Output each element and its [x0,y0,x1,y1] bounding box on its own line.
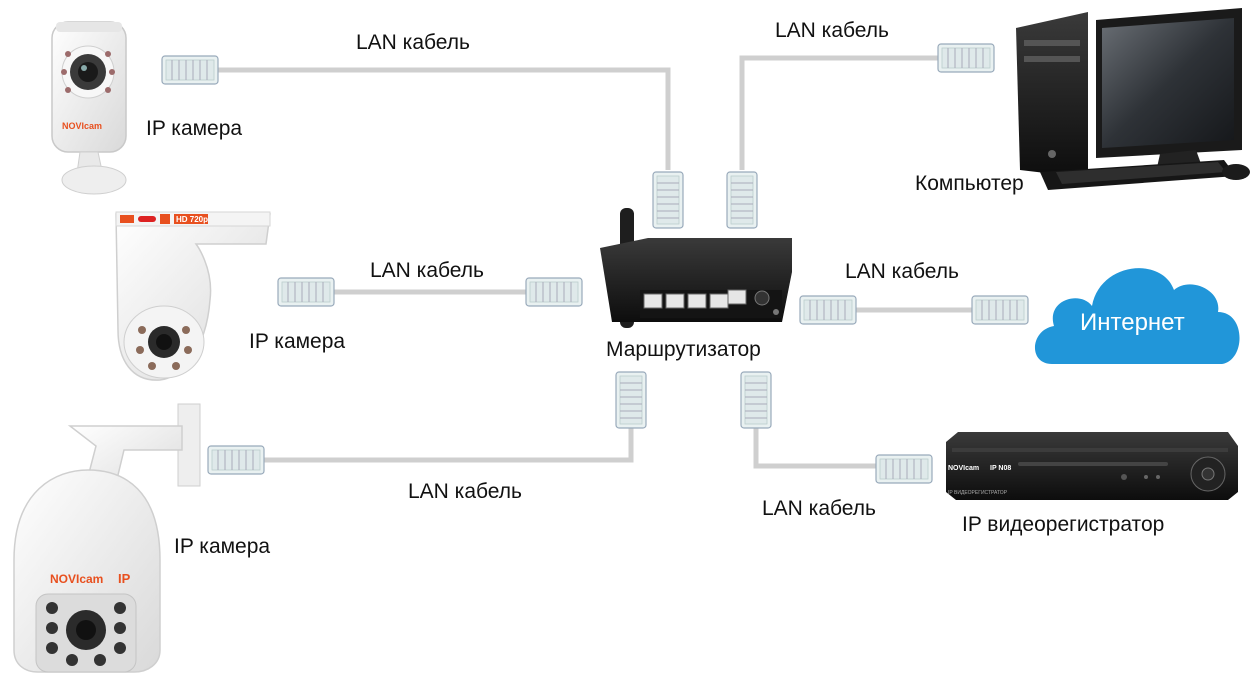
cable-label-internet: LAN кабель [845,260,959,283]
camera2-label: IP камера [249,330,346,353]
rj45-plug-icon [971,295,1029,325]
nvr-brand: NOVIcam [948,465,979,472]
camera3-ip-logo: IP [118,571,131,586]
cable-label-nvr: LAN кабель [762,497,876,520]
camera1-label: IP камера [146,117,243,140]
cables [215,55,972,469]
ip-camera-ptz-icon: HD 720p [115,211,271,381]
camera1-logo: NOVIcam [62,121,102,131]
nvr-label: IP видеорегистратор [962,513,1165,536]
router-label: Маршрутизатор [606,338,761,361]
rj45-plug-icon [937,43,995,73]
computer-icon [1016,8,1250,190]
cable-camera1-router [215,67,671,170]
cable-label-camera3: LAN кабель [408,480,522,503]
rj45-plug-icon [652,171,684,229]
rj45-plug-icon [726,171,758,229]
cable-computer-router [739,55,940,170]
nvr-model: IP N08 [990,465,1011,472]
cable-label-top: LAN кабель [356,31,470,54]
router-icon [600,208,792,328]
rj45-plug-icon [799,295,857,325]
cable-label-computer: LAN кабель [775,19,889,42]
cable-label-camera2: LAN кабель [370,259,484,282]
computer-label: Компьютер [915,172,1024,195]
rj45-plug-icon [525,277,583,307]
camera3-label: IP камера [174,535,271,558]
nvr-subtitle: IP ВИДЕОРЕГИСТРАТОР [948,490,1008,496]
rj45-plug-icon [615,371,647,429]
rj45-plug-icon [207,445,265,475]
cable-nvr-router [753,425,878,469]
internet-label: Интернет [1080,309,1185,336]
internet-cloud-icon [1034,268,1240,364]
ip-camera-cube-icon: NOVIcam [51,21,127,195]
rj45-plug-icon [875,454,933,484]
rj45-plug-icon [277,277,335,307]
camera3-logo: NOVIcam [50,572,103,586]
rj45-plug-icon [161,55,219,85]
cable-camera3-router [262,420,634,463]
rj45-plug-icon [740,371,772,429]
ip-camera-speed-dome-icon: NOVIcam IP [13,403,201,673]
nvr-icon: NOVIcam IP N08 IP ВИДЕОРЕГИСТРАТОР [946,432,1238,500]
camera2-hd-label: HD 720p [176,215,208,224]
